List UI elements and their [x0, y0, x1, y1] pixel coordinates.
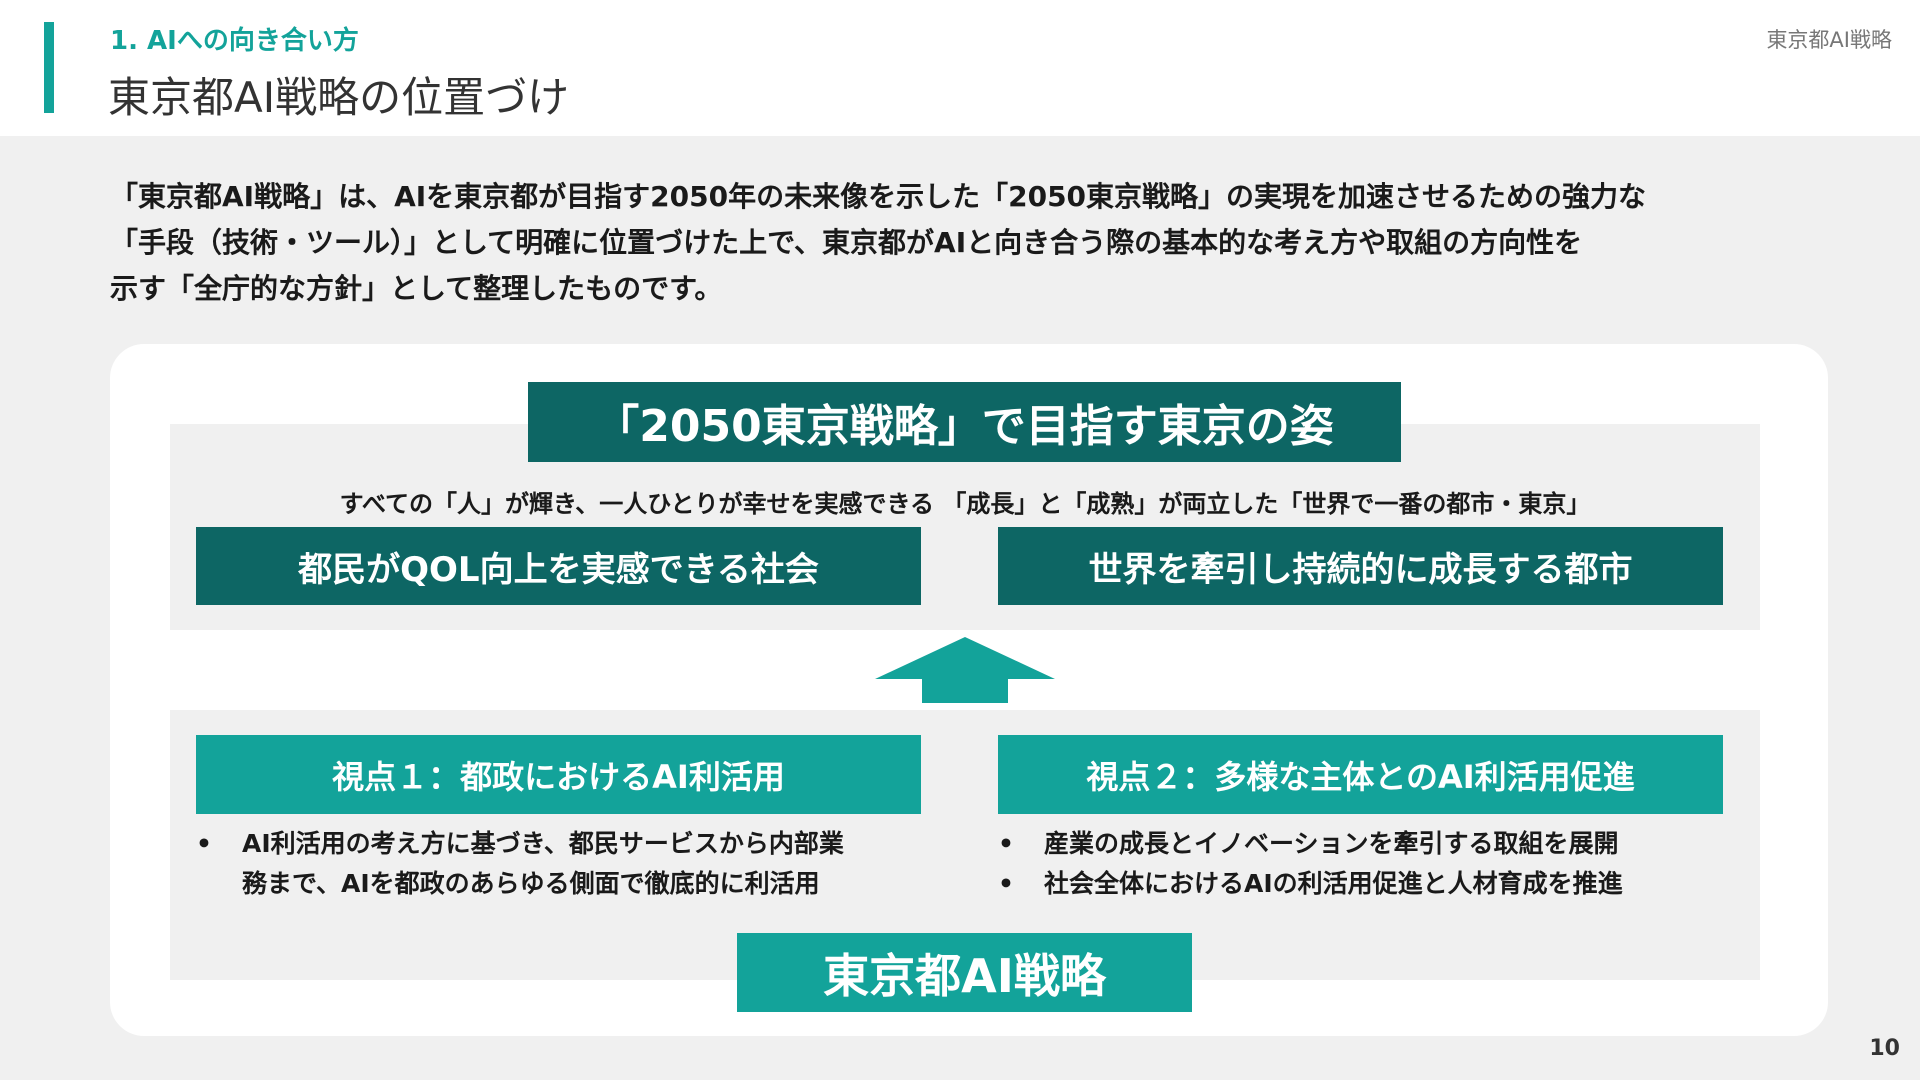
tokyo-ai-strategy-banner: 東京都AI戦略 [737, 933, 1192, 1012]
tokyo-strategy-banner: 「2050東京戦略」で目指す東京の姿 [528, 382, 1401, 462]
list-item: • AI利活用の考え方に基づき、都民サービスから内部業 務まで、AIを都政のあら… [196, 824, 921, 904]
bullet-text: 務まで、AIを都政のあらゆる側面で徹底的に利活用 [242, 869, 820, 898]
intro-line: 「手段（技術・ツール）」として明確に位置づけた上で、東京都がAIと向き合う際の基… [110, 226, 1583, 259]
intro-paragraph: 「東京都AI戦略」は、AIを東京都が目指す2050年の未来像を示した「2050東… [110, 174, 1840, 312]
document-tag: 東京都AI戦略 [1766, 28, 1892, 52]
viewpoint-2-bullets: • 産業の成長とイノベーションを牽引する取組を展開 • 社会全体におけるAIの利… [998, 824, 1723, 904]
page-number: 10 [1869, 1036, 1900, 1061]
vision-statement: すべての「人」が輝き、一人ひとりが幸せを実感できる 「成長」と「成熟」が両立した… [339, 490, 1591, 518]
viewpoint-2-box: 視点２：多様な主体とのAI利活用促進 [998, 735, 1723, 814]
bullet-text: AI利活用の考え方に基づき、都民サービスから内部業 [242, 829, 844, 858]
goal-qol-society: 都民がQOL向上を実感できる社会 [196, 527, 921, 605]
list-item: • 社会全体におけるAIの利活用促進と人材育成を推進 [998, 864, 1723, 904]
bullet-icon: • [998, 829, 1014, 858]
bullet-icon: • [196, 829, 212, 858]
slide-header: 1. AIへの向き合い方 東京都AI戦略の位置づけ 東京都AI戦略 [0, 0, 1920, 136]
arrow-up-icon [875, 637, 1055, 703]
bullet-icon: • [998, 869, 1014, 898]
section-label: 1. AIへの向き合い方 [110, 26, 359, 56]
page-title: 東京都AI戦略の位置づけ [108, 73, 570, 122]
viewpoint-1-bullets: • AI利活用の考え方に基づき、都民サービスから内部業 務まで、AIを都政のあら… [196, 824, 921, 904]
intro-line: 示す「全庁的な方針」として整理したものです。 [110, 272, 723, 305]
goal-leading-city: 世界を牽引し持続的に成長する都市 [998, 527, 1723, 605]
list-item: • 産業の成長とイノベーションを牽引する取組を展開 [998, 824, 1723, 864]
bullet-text: 産業の成長とイノベーションを牽引する取組を展開 [1044, 829, 1619, 858]
header-accent-bar [44, 22, 54, 113]
intro-line: 「東京都AI戦略」は、AIを東京都が目指す2050年の未来像を示した「2050東… [110, 180, 1647, 213]
bullet-text: 社会全体におけるAIの利活用促進と人材育成を推進 [1044, 869, 1623, 898]
viewpoint-1-box: 視点１：都政におけるAI利活用 [196, 735, 921, 814]
